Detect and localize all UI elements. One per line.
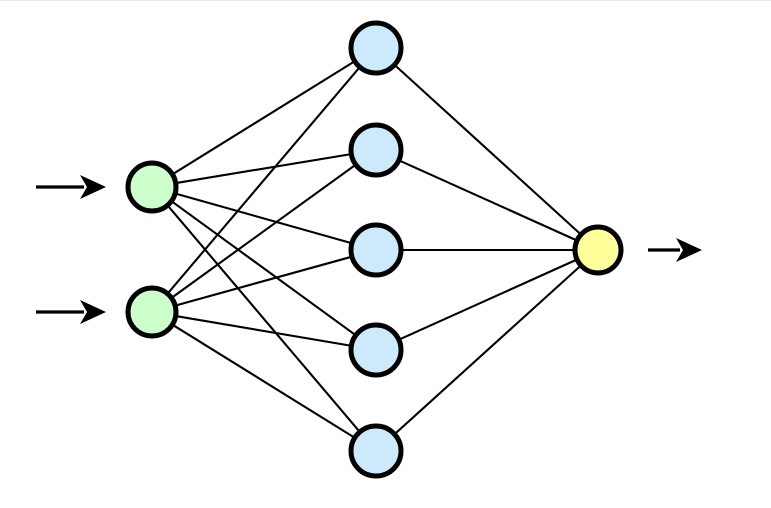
edge-i1-h3	[175, 192, 353, 245]
output-arrow-head-icon	[676, 238, 702, 262]
edge-i1-h1	[172, 60, 355, 175]
node-hidden-h1[interactable]	[348, 20, 404, 76]
input-arrow-top	[36, 175, 106, 199]
input-arrow-bottom-head-icon	[80, 300, 106, 324]
node-input-i1[interactable]	[125, 160, 179, 214]
node-hidden-h5[interactable]	[348, 423, 404, 479]
edge-i2-h2	[171, 164, 356, 299]
edge-i2-h4	[175, 315, 352, 347]
edge-h4-o1	[398, 258, 578, 341]
input-arrow-top-head-icon	[80, 175, 106, 199]
io-arrows-group	[36, 175, 702, 324]
edge-i2-h3	[175, 255, 352, 307]
edge-i1-h5	[167, 205, 361, 433]
edge-h2-o1	[398, 159, 578, 242]
node-hidden-h4[interactable]	[348, 322, 404, 378]
node-hidden-h2[interactable]	[348, 122, 404, 178]
edge-h1-o1	[394, 64, 582, 235]
node-output-o1[interactable]	[572, 224, 624, 276]
nodes-group	[125, 20, 624, 479]
output-arrow	[648, 238, 702, 262]
node-hidden-h3[interactable]	[348, 222, 404, 278]
edge-i2-h1	[167, 66, 361, 294]
input-arrow-bottom	[36, 300, 106, 324]
connection-edges-group	[167, 60, 582, 439]
edge-i1-h4	[171, 200, 357, 336]
edge-i1-h2	[175, 153, 352, 184]
node-input-i2[interactable]	[125, 285, 179, 339]
edge-i2-h5	[172, 324, 355, 439]
edge-h5-o1	[394, 265, 582, 435]
